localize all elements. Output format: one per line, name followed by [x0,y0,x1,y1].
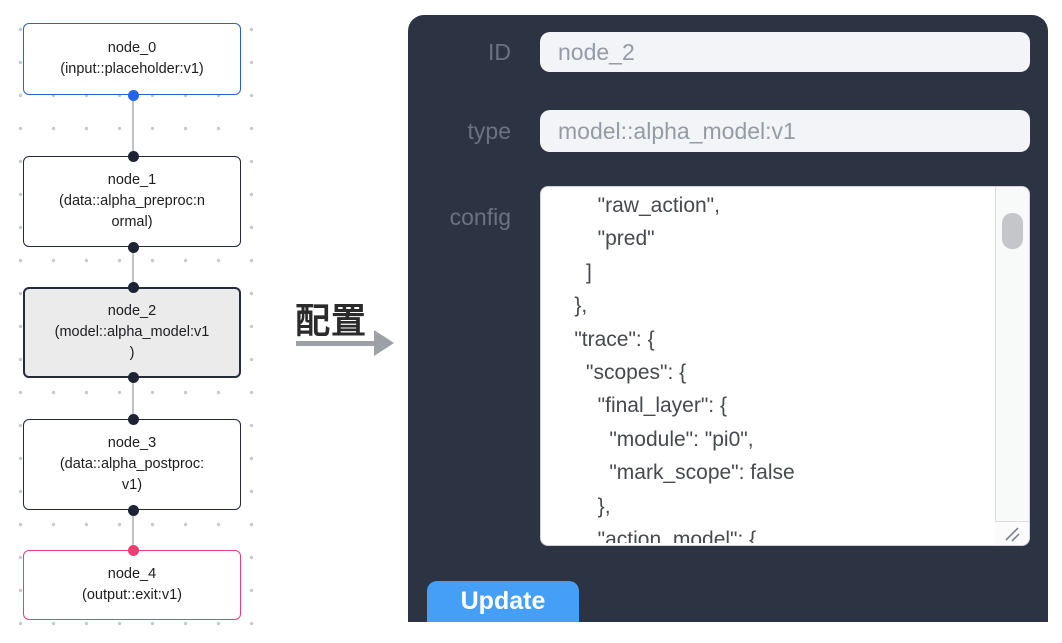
node-subtitle: (data::alpha_postproc: v1) [59,456,205,493]
node-node_0[interactable]: node_0 (input::placeholder:v1) [23,23,241,95]
node-node_4[interactable]: node_4 (output::exit:v1) [23,550,241,620]
node_4-input-port[interactable] [128,545,139,556]
id-input[interactable] [540,32,1030,72]
update-button[interactable]: Update [427,581,579,622]
node-subtitle: (output::exit:v1) [82,587,182,603]
node-config-panel: ID type config "raw_action", "pred" ] },… [408,15,1048,622]
node-node_3[interactable]: node_3 (data::alpha_postproc: v1) [23,419,241,510]
node-subtitle: (model::alpha_model:v1 ) [54,324,210,361]
node_3-output-port[interactable] [128,505,139,516]
config-json-text[interactable]: "raw_action", "pred" ] }, "trace": { "sc… [574,194,795,543]
type-input[interactable] [540,110,1030,152]
config-field-label: config [449,204,511,230]
configure-annotation-label: 配置 [295,302,368,341]
node_2-output-port[interactable] [128,372,139,383]
node-subtitle: (data::alpha_preproc:n ormal) [59,193,205,230]
edge-node_0-node_1 [132,95,134,156]
config-textarea[interactable]: "raw_action", "pred" ] }, "trace": { "sc… [540,186,1030,546]
right-arrow-head-icon [374,330,394,356]
node_1-output-port[interactable] [128,242,139,253]
textarea-resize-handle-icon[interactable] [995,521,1029,545]
node_2-input-port[interactable] [128,282,139,293]
edge-node_3-node_4 [132,510,134,550]
node_3-input-port[interactable] [128,414,139,425]
edge-node_2-node_3 [132,378,134,419]
type-field-label: type [467,118,511,144]
edge-node_1-node_2 [132,247,134,287]
config-scrollbar-thumb[interactable] [1002,213,1023,249]
node-subtitle: (input::placeholder:v1) [60,61,204,77]
node-node_1[interactable]: node_1 (data::alpha_preproc:n ormal) [23,156,241,247]
node-title: node_2 [107,303,157,319]
node-title: node_3 [107,435,157,451]
node_0-output-port[interactable] [128,90,139,101]
id-field-label: ID [488,39,511,65]
node_1-input-port[interactable] [128,151,139,162]
config-scrollbar-track[interactable] [995,187,1029,545]
resize-grip-icon [1005,526,1020,542]
node-title: node_4 [107,566,157,582]
node-title: node_0 [107,40,157,56]
right-arrow-icon [296,341,376,346]
node-node_2-selected[interactable]: node_2 (model::alpha_model:v1 ) [23,287,241,378]
node-title: node_1 [107,172,157,188]
